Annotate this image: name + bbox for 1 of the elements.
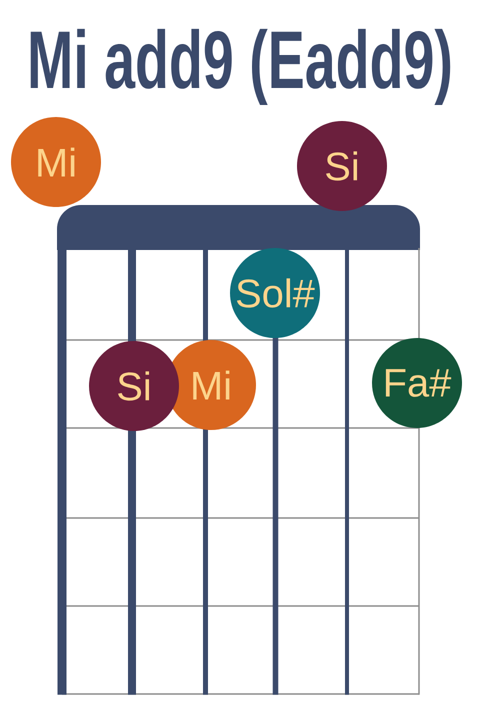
title: Mi add9 (Eadd9): [30, 28, 450, 105]
